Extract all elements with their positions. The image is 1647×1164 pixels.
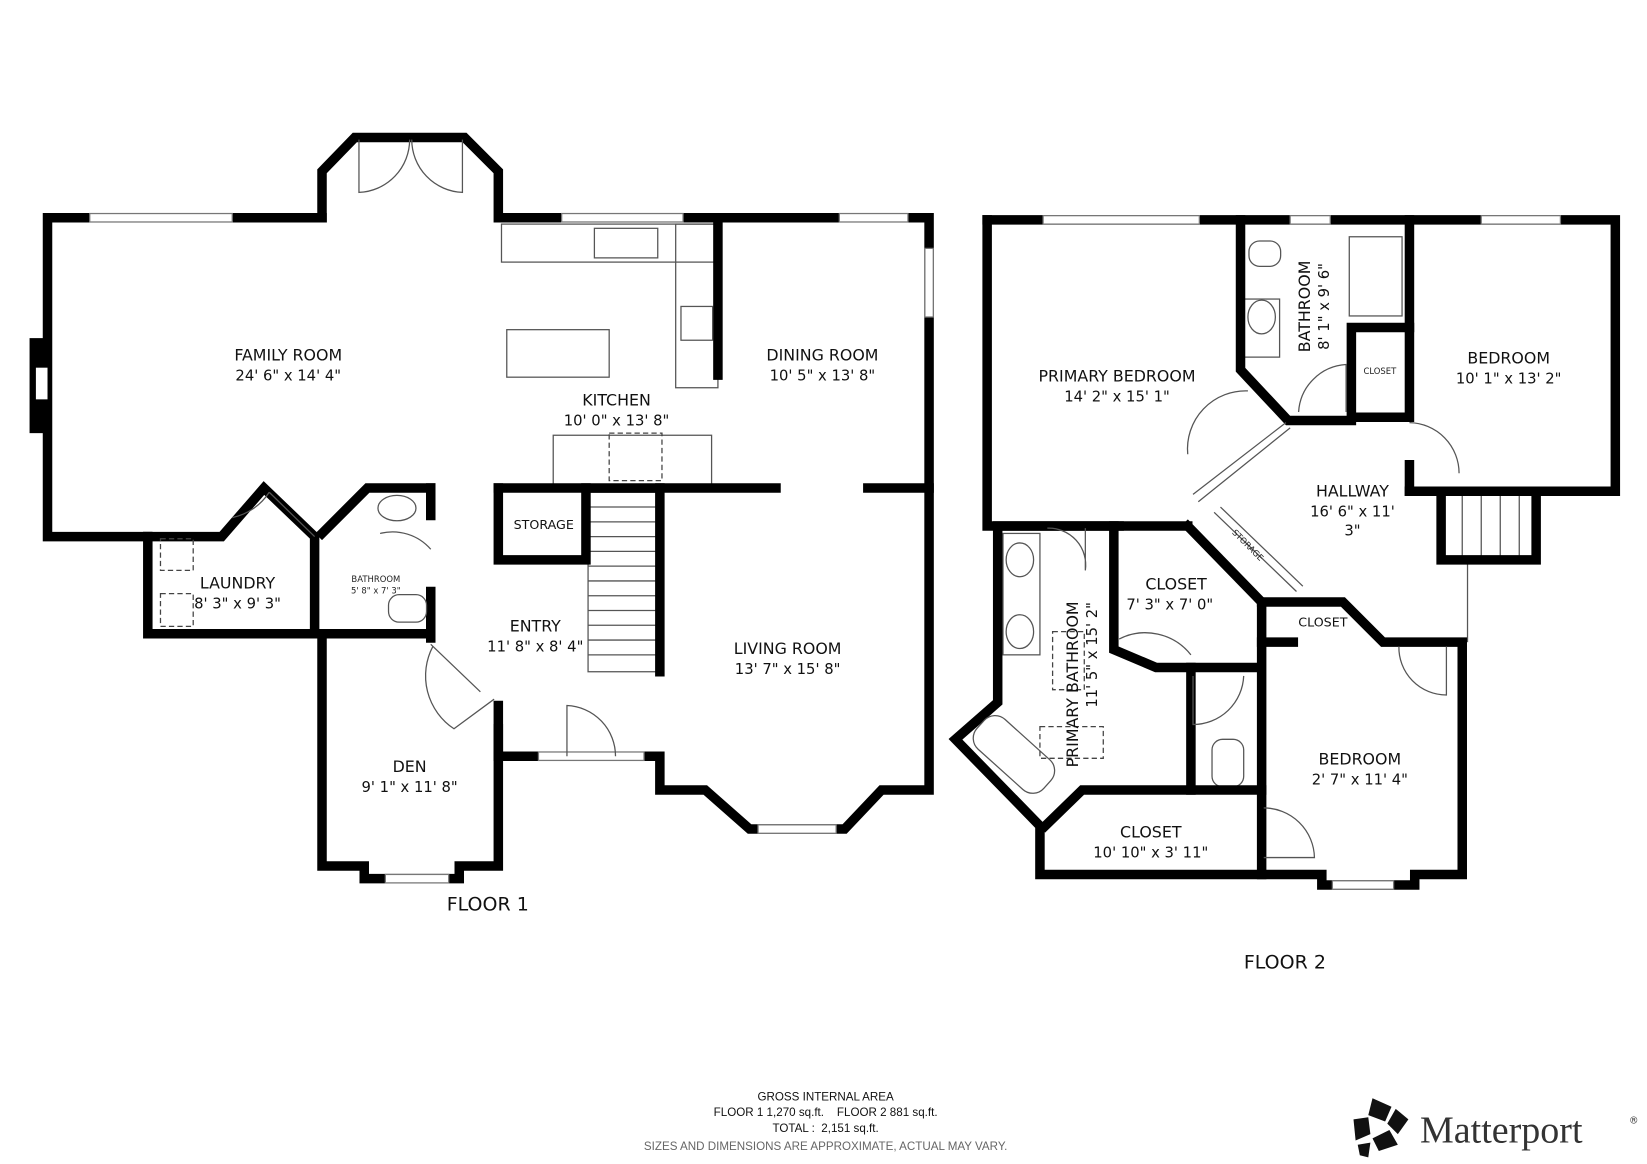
stairs — [1442, 493, 1535, 561]
floor-areas: FLOOR 1 1,270 sq.ft. FLOOR 2 881 sq.ft. — [714, 1106, 938, 1119]
area-heading: GROSS INTERNAL AREA — [757, 1090, 894, 1103]
door-arc — [424, 643, 495, 730]
door-arc — [1192, 675, 1245, 726]
window — [757, 824, 837, 834]
floor-2-plan: PRIMARY BEDROOM 14' 2" x 15' 1" BATHROOM… — [948, 215, 1621, 973]
disclaimer: SIZES AND DIMENSIONS ARE APPROXIMATE, AC… — [644, 1140, 1007, 1153]
room-dims: 13' 7" x 15' 8" — [735, 661, 841, 678]
door-arc — [1186, 390, 1248, 455]
total-area: TOTAL : 2,151 sq.ft. — [772, 1122, 878, 1135]
room-dims: 10' 0" x 13' 8" — [564, 413, 670, 430]
door-arc — [1263, 807, 1316, 859]
floor-label: FLOOR 2 — [1244, 951, 1326, 973]
window — [89, 212, 233, 223]
stove-icon — [680, 305, 714, 341]
window — [1289, 215, 1331, 225]
door-arc — [1297, 363, 1347, 413]
floor-1-plan: FAMILY ROOM 24' 6" x 14' 4" KITCHEN 10' … — [29, 132, 934, 915]
room-dims: 3" — [1344, 523, 1360, 540]
room-dims: 10' 5" x 13' 8" — [770, 367, 876, 384]
room-name: CLOSET — [1145, 574, 1207, 593]
door-arc — [1398, 646, 1448, 696]
storage-shelf — [1213, 506, 1304, 592]
kitchen-island — [506, 329, 610, 378]
room-dims: 8' 1" x 9' 6" — [1316, 263, 1333, 350]
room-dims: 10' 1" x 13' 2" — [1456, 371, 1562, 388]
room-dims: 24' 6" x 14' 4" — [235, 367, 341, 384]
room-name: CLOSET — [1120, 822, 1182, 841]
room-name: DEN — [393, 757, 427, 776]
logo-text: Matterport — [1420, 1110, 1583, 1152]
room-name: FAMILY ROOM — [234, 345, 342, 364]
room-name: BEDROOM — [1319, 750, 1402, 769]
room-name: LIVING ROOM — [734, 639, 842, 658]
room-name: ENTRY — [510, 617, 561, 636]
door-arc — [232, 491, 316, 538]
matterport-logo: Matterport ® — [1353, 1098, 1639, 1158]
door-arc — [1047, 527, 1087, 571]
room-name: CLOSET — [1298, 614, 1347, 629]
door-arc — [1409, 421, 1460, 474]
room-dims: 5' 8" x 7' 3" — [351, 586, 401, 596]
room-dims: 9' 1" x 11' 8" — [362, 779, 458, 796]
room-dims: 14' 2" x 15' 1" — [1064, 388, 1170, 405]
door-arc — [1118, 632, 1192, 656]
room-name: BATHROOM — [1295, 261, 1314, 353]
registered-mark: ® — [1629, 1116, 1639, 1127]
window — [838, 212, 909, 223]
room-dims: 8' 3" x 9' 3" — [194, 595, 281, 612]
area-summary: GROSS INTERNAL AREA FLOOR 1 1,270 sq.ft.… — [644, 1090, 1007, 1153]
room-name: BATHROOM — [351, 574, 400, 584]
stairs — [587, 491, 661, 673]
room-dims: 11' 8" x 8' 4" — [487, 639, 583, 656]
door-arc — [379, 531, 432, 550]
room-name: KITCHEN — [582, 391, 651, 410]
matterport-mark-icon — [1353, 1098, 1409, 1158]
window — [1042, 215, 1200, 225]
window — [1480, 215, 1562, 225]
window — [561, 212, 684, 223]
bathtub — [972, 714, 1056, 794]
floor-label: FLOOR 1 — [447, 893, 529, 915]
window — [384, 873, 450, 884]
room-name: BEDROOM — [1467, 348, 1550, 367]
room-name: HALLWAY — [1316, 481, 1389, 500]
french-doors — [358, 139, 464, 194]
room-name: PRIMARY BEDROOM — [1039, 366, 1196, 385]
room-dims: 16' 6" x 11' — [1310, 504, 1395, 521]
sink-icon — [593, 227, 659, 259]
room-dims: 11' 5" x 15' 2" — [1084, 602, 1101, 708]
room-dims: 7' 3" x 7' 0" — [1126, 596, 1213, 613]
room-dims: 2' 7" x 11' 4" — [1312, 772, 1408, 789]
door-arc — [566, 704, 617, 757]
room-name: CLOSET — [1363, 366, 1397, 376]
room-name: STORAGE — [514, 517, 574, 532]
front-door — [537, 751, 645, 762]
window — [1331, 880, 1395, 890]
room-name: DINING ROOM — [766, 345, 878, 364]
room-dims: 10' 10" x 3' 11" — [1093, 845, 1208, 862]
window — [924, 247, 934, 318]
room-name: LAUNDRY — [200, 573, 276, 592]
room-name: PRIMARY BATHROOM — [1063, 601, 1082, 767]
